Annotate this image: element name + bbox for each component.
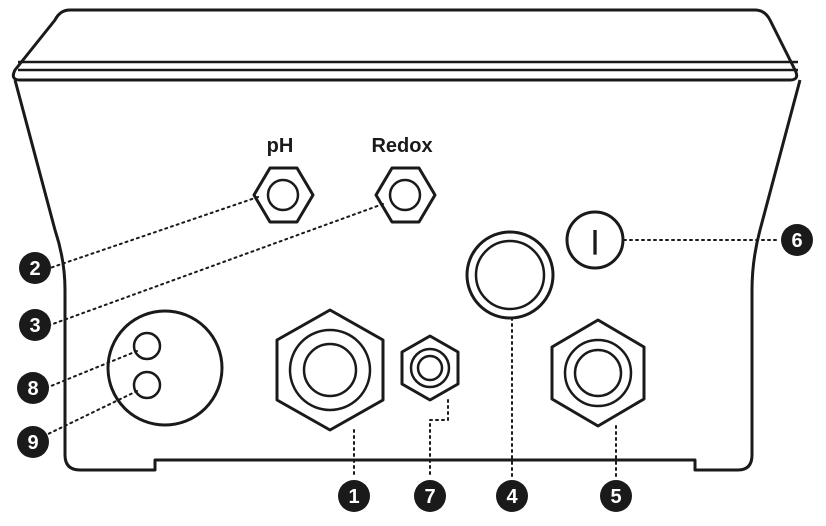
housing-lid [11,8,799,82]
callout-number-7: 7 [424,486,435,508]
ph-gland [252,166,315,224]
leader-2 [49,196,259,269]
housing-body [13,79,802,472]
ph-label: pH [267,135,294,157]
connector-plate [106,309,224,427]
callout-marker-2 [19,252,51,284]
membrane-plug [465,230,555,320]
leader-9 [45,390,138,436]
callout-marker-7 [414,480,446,512]
redox-gland [374,166,437,224]
callout-marker-3 [19,309,51,341]
callout-number-3: 3 [29,315,40,337]
callout-marker-9 [17,426,49,458]
switch-symbol: | [591,225,598,255]
callout-number-9: 9 [27,432,38,454]
callout-number-4: 4 [506,486,518,508]
callout-marker-6 [781,224,813,256]
callout-number-1: 1 [348,486,359,508]
leader-8 [45,350,138,389]
redox-label: Redox [371,135,432,157]
callout-marker-4 [496,480,528,512]
callout-marker-1 [338,480,370,512]
leader-lines [45,196,781,479]
callout-number-6: 6 [791,230,802,252]
callout-number-2: 2 [29,258,40,280]
callout-marker-5 [600,480,632,512]
callout-number-5: 5 [610,486,621,508]
callout-marker-8 [17,372,49,404]
leader-3 [49,203,384,326]
large-cable-gland [275,308,385,432]
leader-7 [429,399,449,479]
callout-markers [17,224,813,512]
small-cable-gland [400,334,460,402]
callout-number-8: 8 [27,378,38,400]
medium-cable-gland [550,318,646,428]
